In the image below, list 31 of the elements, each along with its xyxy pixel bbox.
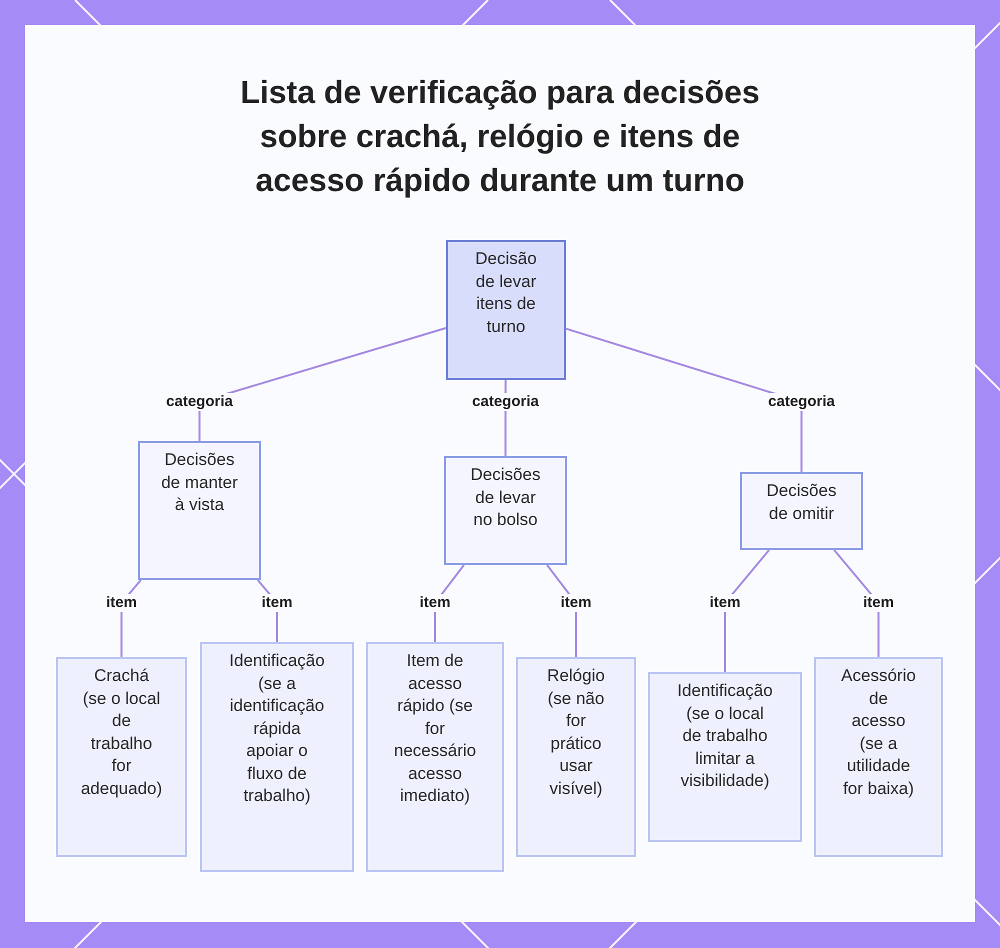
edge-label: item xyxy=(104,594,139,612)
node-label: Decisões de manter à vista xyxy=(160,449,239,516)
item-box xyxy=(56,657,187,857)
node-label: Identificação (se a identificação rápida apoiar o fluxo de trabalho) xyxy=(228,650,326,807)
item-box xyxy=(200,642,354,872)
node-label: Decisões de levar no bolso xyxy=(470,464,542,531)
edge-label: item xyxy=(708,594,742,612)
edge-label: item xyxy=(861,594,896,612)
edge-label: categoria xyxy=(470,393,541,411)
item-box xyxy=(366,642,504,872)
node-label: Crachá (se o local de trabalho for adequado) xyxy=(80,665,163,800)
connector-line xyxy=(566,328,802,472)
edge-label: categoria xyxy=(766,393,837,411)
edge-label: item xyxy=(558,594,594,612)
node-label: Item de acesso rápido (se for necessário acesso imediato) xyxy=(392,650,478,807)
decision-box xyxy=(446,240,566,380)
node-label: Relógio (se não for prático usar visível) xyxy=(546,665,606,800)
edge-label: categoria xyxy=(164,393,235,411)
edge-label: item xyxy=(418,594,452,612)
category-box xyxy=(444,456,567,565)
category-box xyxy=(138,441,261,580)
item-box xyxy=(648,672,802,842)
node-label: Decisão de levar itens de turno xyxy=(474,248,538,338)
item-box xyxy=(814,657,943,857)
node-label: Decisões de omitir xyxy=(766,480,838,524)
diagram-title: Lista de verificação para decisões sobre crachá, relógio e itens de acesso rápido durante um turno xyxy=(239,73,761,200)
edge-label: item xyxy=(260,594,294,612)
node-label: Acessório de acesso (se a utilidade for baixa) xyxy=(840,665,916,800)
node-label: Identificação (se o local de trabalho limitar a visibilidade) xyxy=(676,680,774,792)
item-box xyxy=(516,657,636,857)
category-box xyxy=(740,472,863,550)
